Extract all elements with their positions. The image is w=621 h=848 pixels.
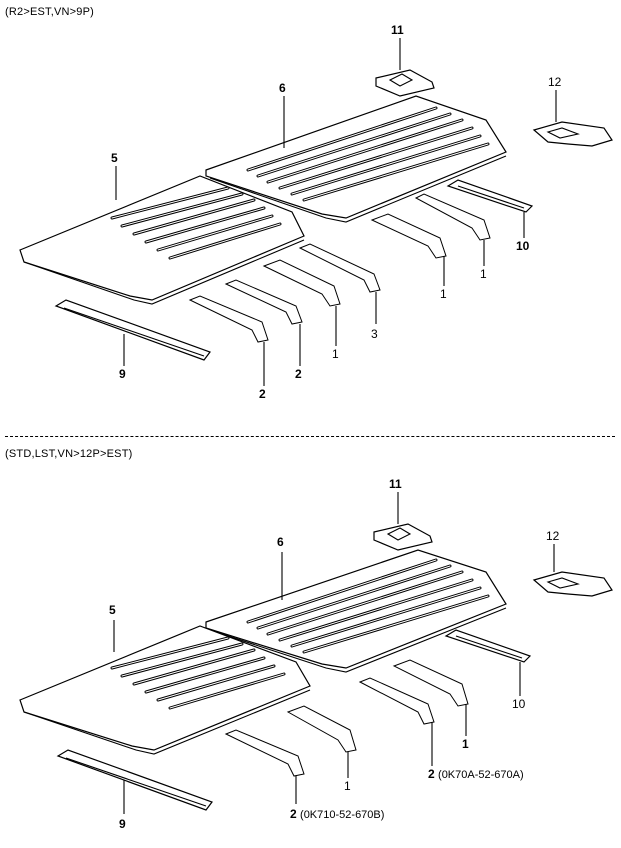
callout-1b: 1	[344, 779, 351, 793]
callout-2b: 2	[295, 367, 302, 381]
callout-6: 6	[279, 81, 286, 95]
part-10-rail	[444, 629, 532, 663]
callout-10: 10	[516, 239, 530, 253]
callout-2b-part-number: (0K710-52-670B)	[300, 809, 385, 821]
part-12-bracket	[532, 121, 613, 147]
callout-11: 11	[389, 477, 402, 491]
rear-roof-grooves	[246, 558, 490, 654]
roof-bows	[188, 193, 491, 343]
part-6-rear-roof-panel	[205, 549, 507, 673]
callout-2a: 2 (0K70A-52-670A)	[428, 768, 524, 781]
callout-2b-number: 2	[290, 807, 297, 821]
callout-9: 9	[119, 367, 126, 381]
callout-2a: 2	[259, 387, 266, 401]
callout-2a-number: 2	[428, 767, 435, 781]
section-1-diagram	[19, 38, 613, 386]
part-6-rear-roof-panel	[205, 95, 507, 223]
part-5-front-roof-panel	[19, 625, 311, 755]
part-9-front-header	[56, 749, 213, 811]
callout-11: 11	[391, 23, 404, 37]
callout-12: 12	[548, 75, 562, 89]
section-2-diagram	[19, 492, 613, 814]
callout-10: 10	[512, 697, 526, 711]
callout-12: 12	[546, 529, 560, 543]
callout-1b: 1	[480, 267, 487, 281]
callout-6: 6	[277, 535, 284, 549]
front-roof-grooves	[110, 186, 282, 260]
part-10-rail	[446, 179, 534, 213]
section-divider	[5, 436, 615, 437]
callout-3: 3	[371, 327, 378, 341]
callout-1c: 1	[332, 347, 339, 361]
callout-2b: 2 (0K710-52-670B)	[290, 808, 384, 821]
section-1-label: (R2>EST,VN>9P)	[5, 6, 95, 18]
callout-5: 5	[111, 151, 118, 165]
part-12-bracket	[532, 571, 613, 597]
callout-2a-part-number: (0K70A-52-670A)	[438, 769, 524, 781]
part-11-bracket	[373, 523, 433, 551]
callout-5: 5	[109, 603, 116, 617]
part-9-front-header	[54, 299, 211, 361]
roof-bows	[224, 659, 469, 777]
part-5-front-roof-panel	[19, 175, 305, 305]
callout-9: 9	[119, 817, 126, 831]
section-2-label: (STD,LST,VN>12P>EST)	[5, 448, 133, 460]
part-11-bracket	[375, 69, 435, 97]
front-roof-grooves	[110, 636, 286, 710]
callout-1a: 1	[462, 737, 469, 751]
callout-1a: 1	[440, 287, 447, 301]
rear-roof-grooves	[246, 106, 490, 202]
